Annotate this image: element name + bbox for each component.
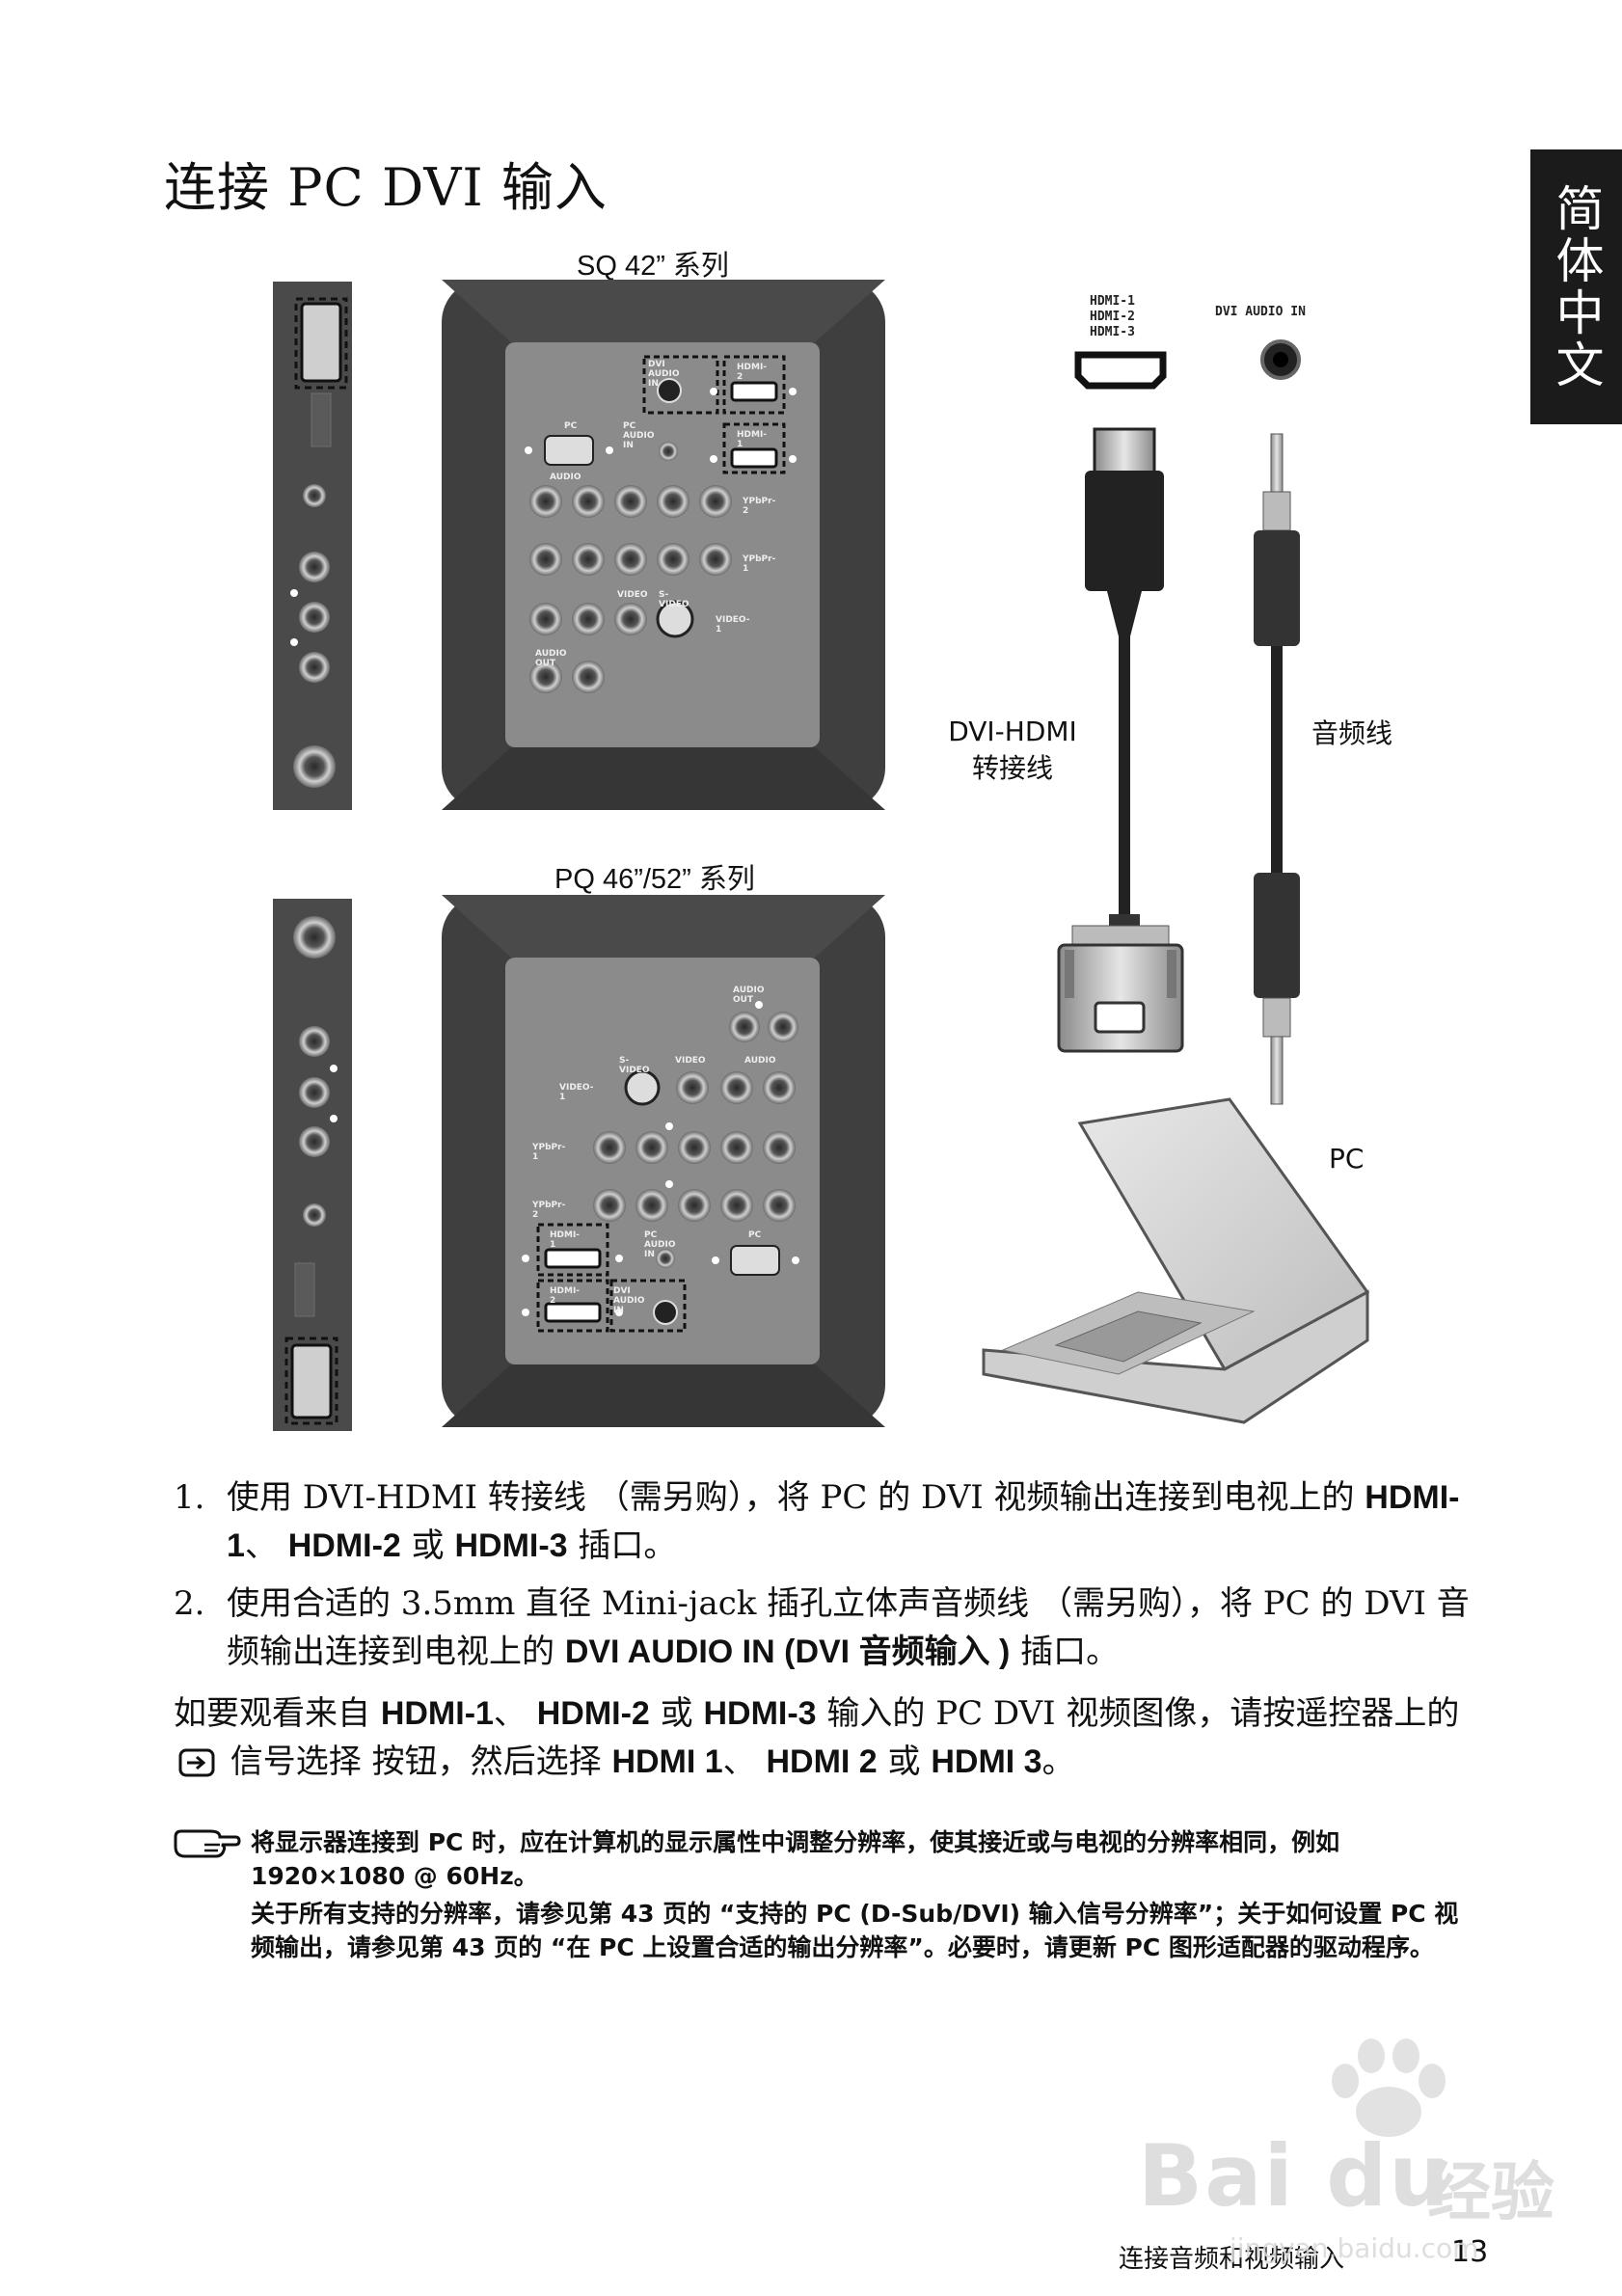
- para-bold: HDMI-1: [380, 1695, 494, 1732]
- para-text: 或: [649, 1694, 704, 1733]
- hdmi-port-label-line: HDMI-2: [1090, 310, 1135, 324]
- dvi-hdmi-cable-label-line2: 转接线: [971, 752, 1053, 784]
- watermark-suffix: 经验: [1427, 2155, 1554, 2229]
- hdmi-port-label-line: HDMI-1: [1090, 294, 1135, 309]
- panel-bottom-audio-out-label: AUDIO OUT: [733, 986, 765, 1005]
- para-bold: HDMI 2: [766, 1743, 878, 1780]
- panel-top-hdmi1-label: HDMI-1: [737, 430, 768, 449]
- step-text: 插口。: [1010, 1633, 1120, 1671]
- series-caption-top: SQ 42” 系列: [577, 251, 729, 282]
- para-text: 、: [722, 1742, 767, 1781]
- side-panel-top: [273, 282, 352, 810]
- step-text: 、: [244, 1526, 288, 1565]
- pc-label: PC: [1329, 1143, 1365, 1175]
- panel-bottom-video-label: VIDEO: [675, 1056, 706, 1066]
- back-panel-bottom: [442, 895, 885, 1427]
- side-panel-bottom: [273, 899, 352, 1431]
- step-number: 2.: [174, 1584, 205, 1623]
- para-bold: HDMI-3: [703, 1695, 817, 1732]
- pointing-hand-icon: [172, 1827, 241, 1866]
- step-text: 使用 DVI-HDMI 转接线 （需另购），将 PC 的 DVI 视频输出连接到…: [227, 1478, 1365, 1517]
- para-bold: HDMI-2: [536, 1695, 650, 1732]
- para-text: 、: [493, 1694, 537, 1733]
- hdmi-port-label-line: HDMI-3: [1090, 325, 1135, 339]
- hdmi-port-icon: [1074, 351, 1167, 390]
- panel-bottom-ypbpr1-label: YPbPr-1: [532, 1143, 566, 1162]
- panel-bottom-hdmi2-label: HDMI-2: [550, 1286, 581, 1306]
- dvi-hdmi-cable: [1057, 427, 1184, 1053]
- audio-jack-icon: [1260, 339, 1301, 380]
- page-title: 连接 PC DVI 输入: [164, 157, 608, 218]
- footer-section: 连接音频和视频输入: [1119, 2245, 1345, 2274]
- panel-bottom-pc-audio-label: PC AUDIO IN: [644, 1230, 676, 1259]
- step-text: 使用合适的 3.5mm 直径 Mini-jack 插孔立体声音频线 （需另购），…: [227, 1584, 1470, 1671]
- para-text: 信号选择 按钮，然后选择: [220, 1742, 612, 1781]
- panel-bottom-ypbpr2-label: YPbPr-2: [532, 1201, 566, 1220]
- panel-bottom-pc-label: PC: [748, 1230, 762, 1240]
- dvi-hdmi-cable-label-line1: DVI-HDMI: [948, 716, 1077, 747]
- note-block: 将显示器连接到 PC 时，应在计算机的显示属性中调整分辨率，使其接近或与电视的分…: [251, 1825, 1475, 1964]
- watermark-brand: Bai du: [1138, 2126, 1451, 2226]
- panel-top-audio-out-label: AUDIO OUT: [535, 649, 567, 668]
- audio-cable-label: 音频线: [1311, 717, 1393, 749]
- step-bold: HDMI-2: [287, 1527, 401, 1564]
- panel-top-hdmi2-label: HDMI-2: [737, 363, 768, 382]
- panel-top-pc-audio-label: PC AUDIO IN: [623, 421, 655, 450]
- para-text: 。: [1041, 1742, 1075, 1781]
- panel-top-svideo-label: S-VIDEO: [659, 590, 689, 609]
- panel-top-dvi-audio-label: DVI AUDIO IN: [648, 360, 680, 389]
- panel-top-audio-label: AUDIO: [550, 473, 581, 482]
- panel-bottom-audio-label: AUDIO: [744, 1056, 776, 1066]
- baidu-watermark: Bai du 经验 jingyan.baidu.com: [1138, 2035, 1591, 2266]
- panel-top-ypbpr1-label: YPbPr-1: [743, 554, 776, 574]
- dvi-hdmi-cable-label: DVI-HDMI 转接线: [940, 714, 1085, 787]
- step-1: 1. 使用 DVI-HDMI 转接线 （需另购），将 PC 的 DVI 视频输出…: [174, 1473, 1485, 1570]
- panel-bottom-dvi-audio-label: DVI AUDIO IN: [613, 1286, 645, 1315]
- para-bold: HDMI 3: [931, 1743, 1042, 1780]
- paw-logo-icon: [1332, 2039, 1446, 2137]
- panel-top-video1-label: VIDEO-1: [716, 615, 750, 635]
- panel-top-pc-label: PC: [564, 421, 578, 431]
- step-2: 2. 使用合适的 3.5mm 直径 Mini-jack 插孔立体声音频线 （需另…: [174, 1580, 1485, 1676]
- panel-top-video-label: VIDEO: [617, 590, 648, 600]
- panel-bottom-video1-label: VIDEO-1: [559, 1083, 594, 1102]
- audio-cable: [1254, 433, 1300, 1105]
- step-number: 1.: [174, 1478, 205, 1517]
- step-bold: HDMI-1: [227, 1479, 1460, 1564]
- para-text: 如要观看来自: [174, 1694, 381, 1733]
- laptop-image: [982, 1097, 1370, 1424]
- para-text: 输入的 PC DVI 视频图像，请按遥控器上的: [816, 1694, 1460, 1733]
- para-text: 或: [877, 1742, 932, 1781]
- note-line-2: 关于所有支持的分辨率，请参见第 43 页的 “支持的 PC (D-Sub/DVI…: [251, 1900, 1459, 1961]
- back-panel-top: [442, 280, 885, 810]
- panel-bottom-svideo-label: S-VIDEO: [619, 1056, 650, 1075]
- panel-bottom-hdmi1-label: HDMI-1: [550, 1230, 581, 1250]
- source-icon: [177, 1743, 216, 1777]
- note-line-1: 将显示器连接到 PC 时，应在计算机的显示属性中调整分辨率，使其接近或与电视的分…: [251, 1828, 1340, 1890]
- connection-diagram: [273, 280, 1370, 1431]
- step-text: 或: [400, 1526, 455, 1565]
- panel-top-ypbpr2-label: YPbPr-2: [743, 497, 776, 516]
- page-number: 13: [1451, 2235, 1489, 2269]
- step-text: 插口。: [567, 1526, 677, 1565]
- step-bold: DVI AUDIO IN (DVI 音频输入 ): [564, 1634, 1011, 1670]
- language-tab: 简体中文: [1530, 149, 1622, 424]
- hdmi-port-label: HDMI-1 HDMI-2 HDMI-3: [1090, 294, 1135, 340]
- dvi-audio-port-label: DVI AUDIO IN: [1215, 305, 1306, 319]
- watermark-url: jingyan.baidu.com: [1230, 2232, 1479, 2264]
- para-bold: HDMI 1: [611, 1743, 723, 1780]
- instruction-paragraph: 如要观看来自 HDMI-1、 HDMI-2 或 HDMI-3 输入的 PC DV…: [174, 1689, 1466, 1786]
- series-caption-bottom: PQ 46”/52” 系列: [554, 864, 755, 895]
- step-bold: HDMI-3: [454, 1527, 568, 1564]
